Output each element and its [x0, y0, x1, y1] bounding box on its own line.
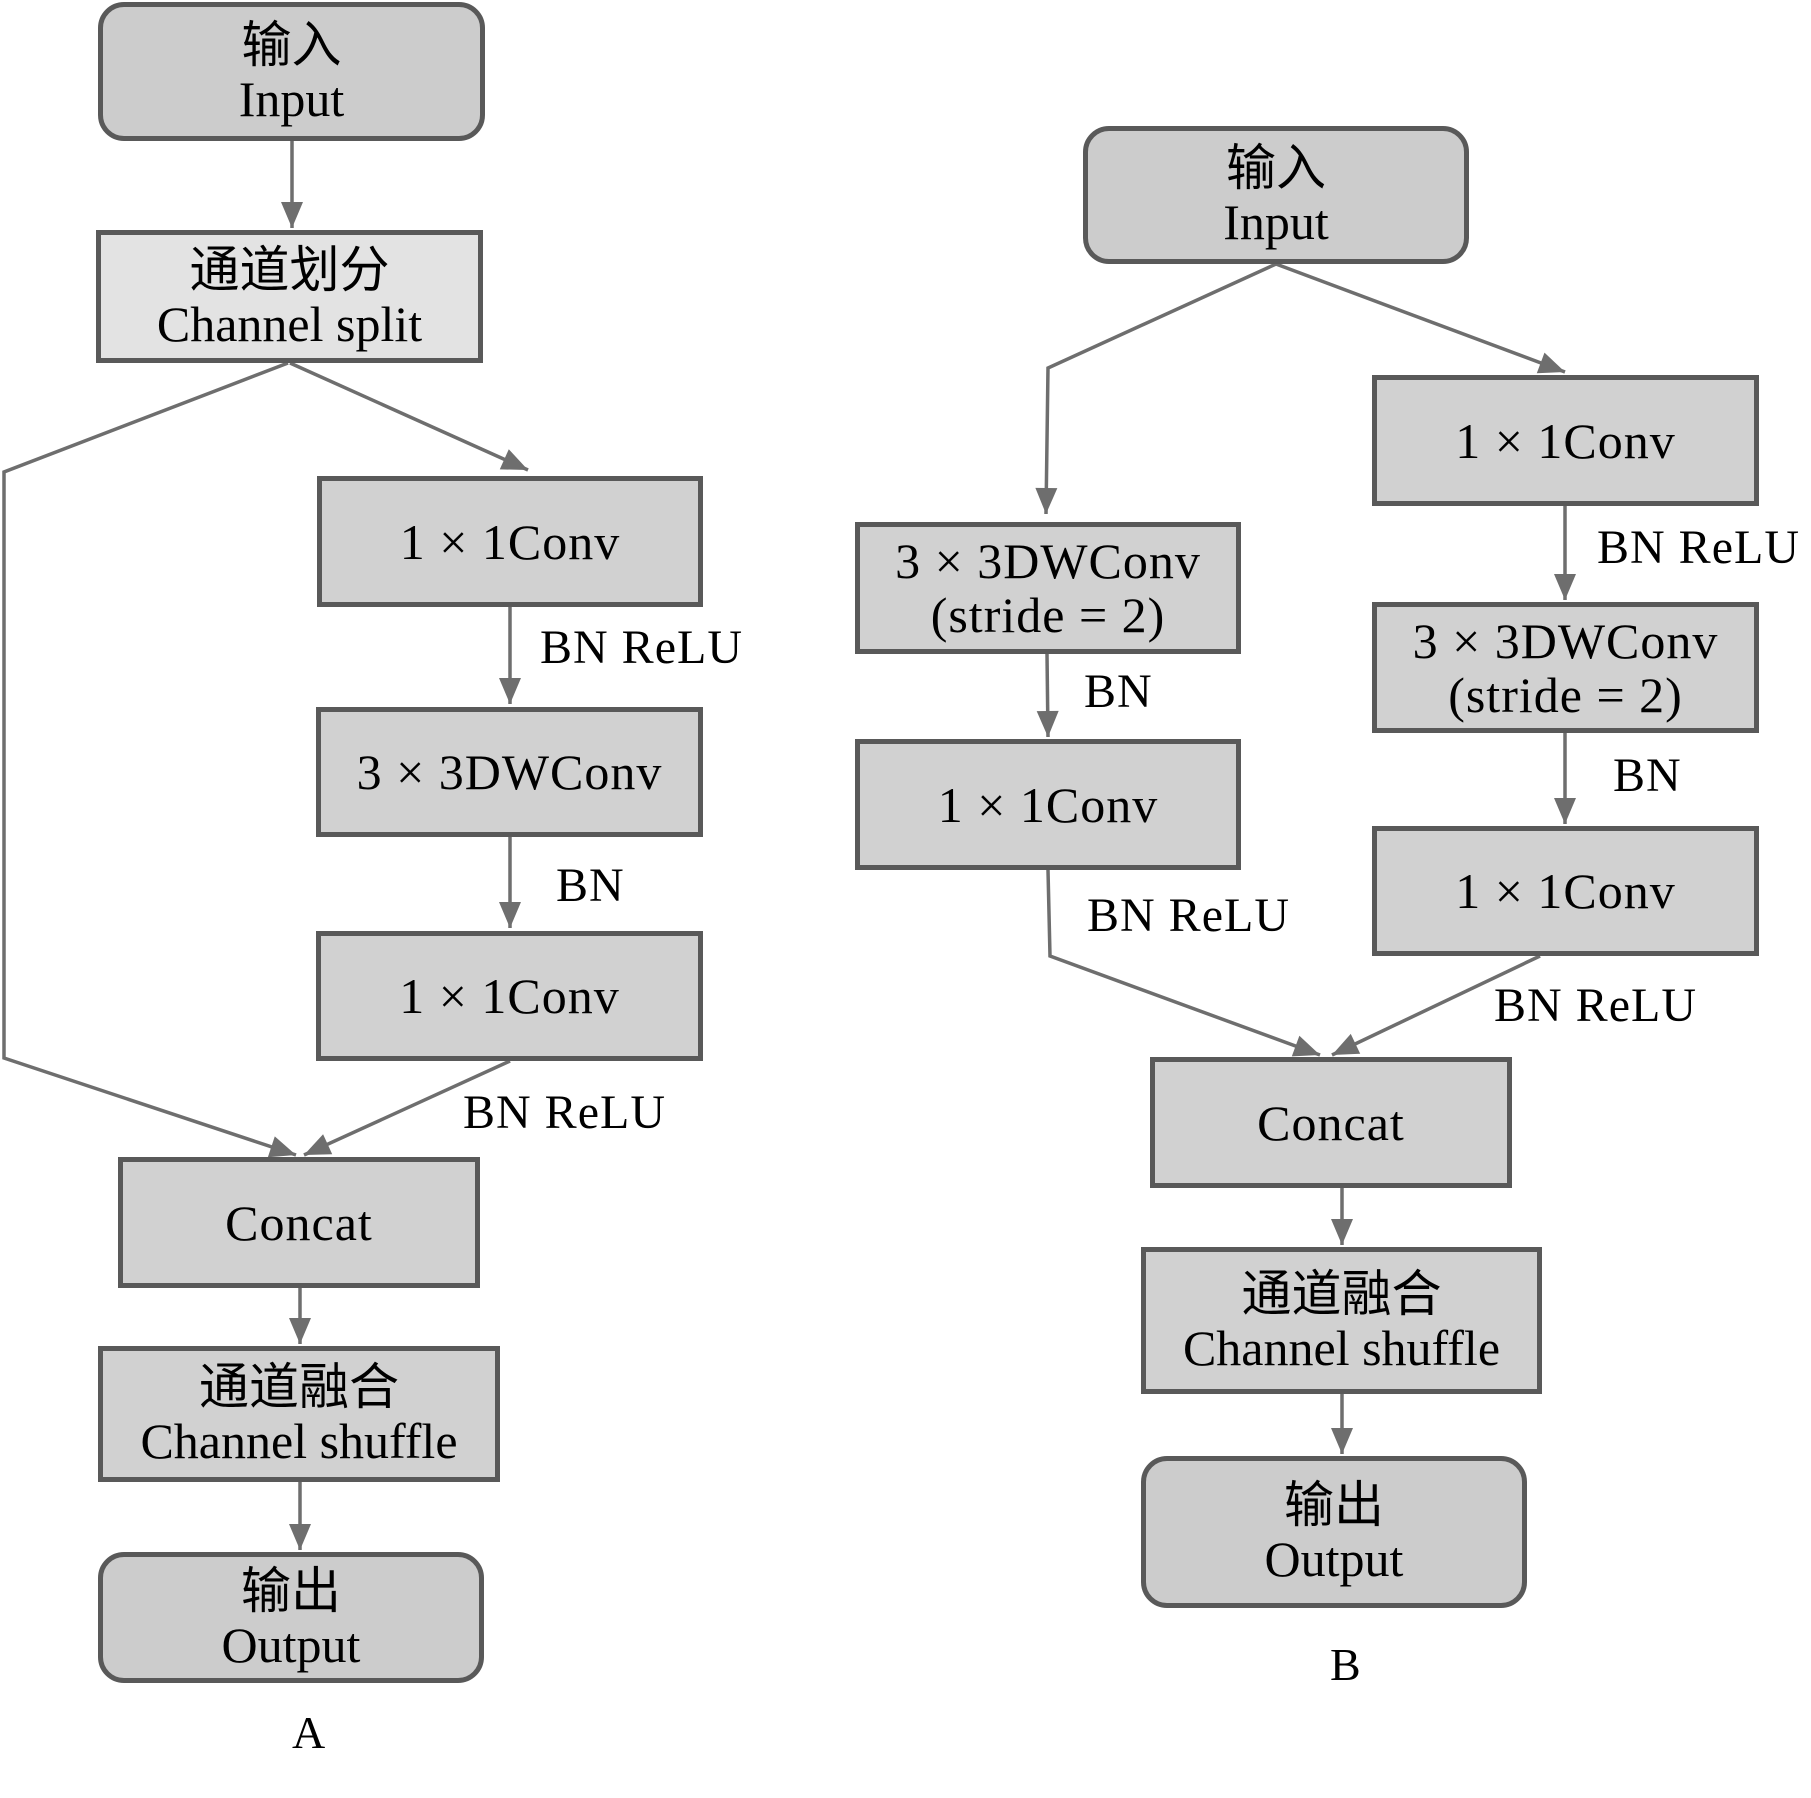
b-input-en: Input: [1223, 194, 1329, 250]
b-left-conv-node: 1 × 1Conv: [855, 739, 1241, 870]
a-dwconv-label: 3 × 3DWConv: [356, 744, 663, 800]
b-right-edge-label-bn-relu-1: BN ReLU: [1597, 521, 1800, 574]
a-conv2-label: 1 × 1Conv: [399, 968, 620, 1024]
a-channel-split-node: 通道划分 Channel split: [96, 230, 483, 363]
b-edge-left-conv-concat: [1046, 869, 1321, 1057]
a-edge-conv1-dwconv-arrowhead: [499, 678, 521, 704]
b-right-conv2-node: 1 × 1Conv: [1372, 826, 1759, 956]
b-left-edge-label-bn-relu: BN ReLU: [1087, 889, 1290, 942]
a-output-en: Output: [221, 1616, 361, 1673]
b-edge-right-dwconv-conv2-arrowhead: [1554, 798, 1576, 824]
a-shuffle-en: Channel shuffle: [140, 1413, 458, 1469]
b-shuffle-en: Channel shuffle: [1182, 1319, 1501, 1376]
a-conv1-label: 1 × 1Conv: [399, 513, 621, 570]
a-edge-label-bn-relu-2: BN ReLU: [463, 1086, 666, 1139]
a-concat-label: Concat: [225, 1194, 373, 1251]
a-conv2-node: 1 × 1Conv: [316, 931, 703, 1061]
a-split-cn: 通道划分: [189, 240, 390, 299]
b-left-conv-label: 1 × 1Conv: [937, 776, 1159, 833]
b-right-dwconv-line1: 3 × 3DWConv: [1412, 612, 1719, 669]
b-right-edge-label-bn-relu-2: BN ReLU: [1494, 979, 1697, 1032]
a-output-cn: 输出: [241, 1561, 341, 1620]
b-input-node: 输入 Input: [1083, 126, 1469, 264]
b-channel-shuffle-node: 通道融合 Channel shuffle: [1141, 1247, 1542, 1394]
b-left-dwconv-line2: (stride = 2): [930, 587, 1166, 643]
b-left-edge-label-bn: BN: [1084, 665, 1153, 718]
b-right-conv1-node: 1 × 1Conv: [1372, 375, 1759, 506]
a-edge-conv2-concat-arrowhead: [304, 1134, 333, 1155]
a-input-en: Input: [238, 70, 345, 127]
a-caption: A: [292, 1707, 326, 1758]
b-output-cn: 输出: [1284, 1476, 1384, 1534]
b-right-conv2-label: 1 × 1Conv: [1455, 863, 1676, 919]
b-edge-left-conv-concat-arrowhead: [1291, 1035, 1320, 1057]
a-conv1-node: 1 × 1Conv: [317, 476, 703, 607]
b-edge-input-right: [1275, 262, 1566, 374]
b-left-dwconv-node: 3 × 3DWConv (stride = 2): [855, 522, 1241, 654]
a-concat-node: Concat: [118, 1157, 480, 1288]
a-output-node: 输出 Output: [98, 1552, 484, 1683]
a-edge-input-split-arrowhead: [281, 202, 303, 228]
b-concat-node: Concat: [1150, 1057, 1512, 1188]
a-dwconv-node: 3 × 3DWConv: [316, 707, 703, 837]
b-left-dwconv-line1: 3 × 3DWConv: [895, 533, 1201, 589]
b-edge-input-left: [1044, 262, 1277, 515]
a-input-node: 输入 Input: [98, 2, 485, 141]
b-right-edge-label-bn: BN: [1613, 749, 1682, 802]
b-edge-left-dwconv-conv-arrowhead: [1036, 710, 1059, 737]
a-edge-shuffle-output-arrowhead: [289, 1524, 311, 1550]
a-split-en: Channel split: [156, 295, 423, 352]
b-output-en: Output: [1264, 1531, 1404, 1587]
a-input-cn: 输入: [241, 15, 342, 74]
b-input-cn: 输入: [1226, 139, 1326, 197]
a-edge-split-bypass-arrowhead: [267, 1136, 296, 1158]
a-edge-concat-shuffle-arrowhead: [289, 1318, 311, 1344]
b-edge-input-right-arrowhead: [1536, 352, 1565, 374]
b-edge-input-left-arrowhead: [1035, 487, 1058, 514]
b-edge-shuffle-output-arrowhead: [1331, 1428, 1353, 1454]
a-shuffle-cn: 通道融合: [199, 1358, 399, 1416]
b-edge-right-conv2-concat-arrowhead: [1332, 1033, 1361, 1055]
b-right-dwconv-line2: (stride = 2): [1448, 666, 1683, 723]
b-output-node: 输出 Output: [1141, 1456, 1527, 1608]
a-edge-split-conv1: [289, 361, 529, 472]
a-edge-conv2-concat: [303, 1059, 511, 1157]
b-edge-right-conv1-dwconv-arrowhead: [1554, 574, 1576, 600]
b-right-dwconv-node: 3 × 3DWConv (stride = 2): [1372, 602, 1759, 733]
a-channel-shuffle-node: 通道融合 Channel shuffle: [98, 1346, 500, 1482]
a-edge-label-bn: BN: [556, 859, 625, 912]
a-edge-split-bypass: [2, 361, 297, 1157]
b-edge-concat-shuffle-arrowhead: [1331, 1219, 1353, 1245]
a-edge-label-bn-relu-1: BN ReLU: [540, 621, 743, 674]
b-edge-right-conv2-concat: [1331, 954, 1541, 1057]
a-edge-split-conv1-arrowhead: [499, 449, 528, 470]
a-edge-dwconv-conv2-arrowhead: [499, 902, 521, 928]
b-shuffle-cn: 通道融合: [1241, 1264, 1442, 1323]
b-caption: B: [1330, 1639, 1361, 1690]
b-right-conv1-label: 1 × 1Conv: [1455, 412, 1676, 469]
b-concat-label: Concat: [1257, 1094, 1405, 1151]
